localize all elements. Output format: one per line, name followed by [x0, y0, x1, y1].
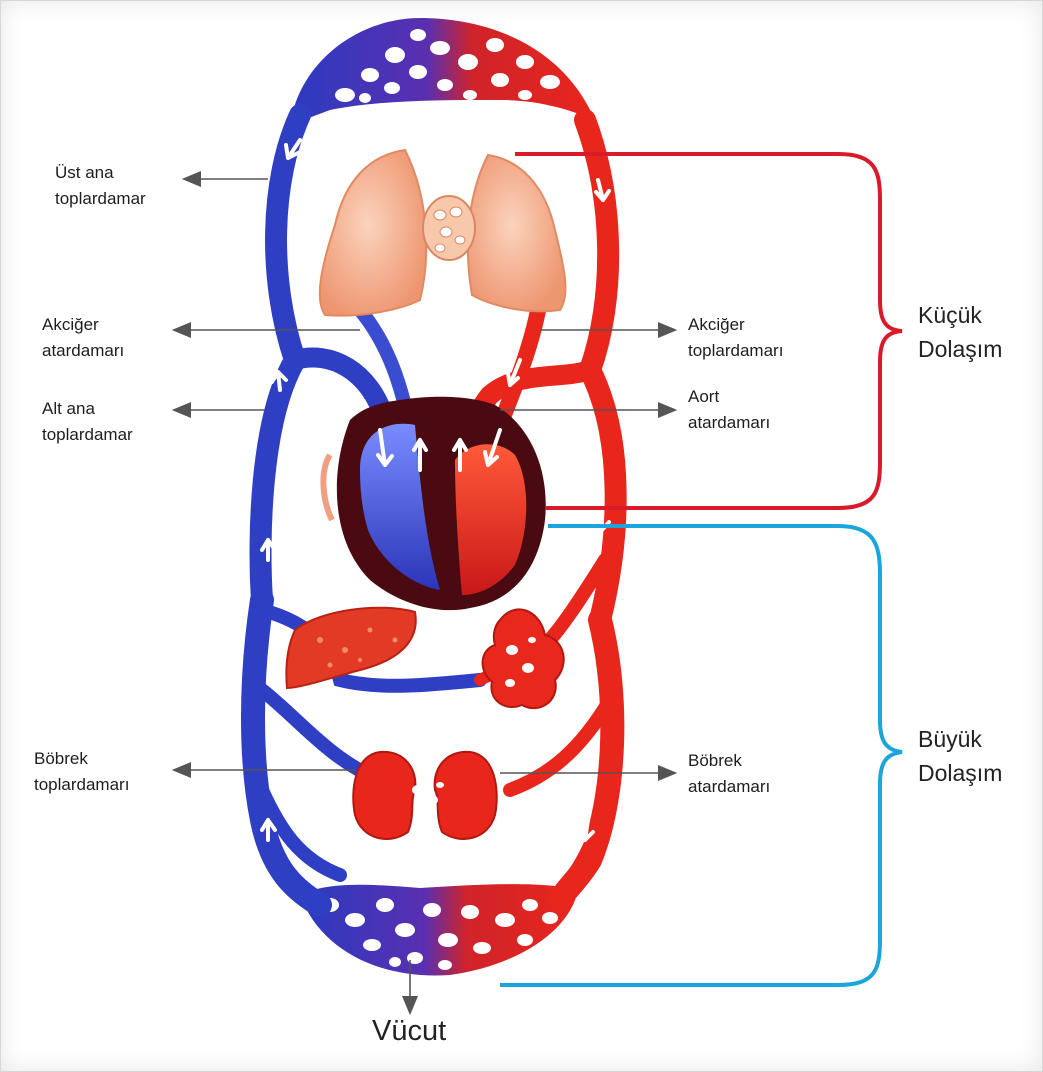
kidneys	[353, 752, 496, 839]
label-aort-atardamari: Aort atardamarı	[688, 384, 770, 436]
intestine	[483, 609, 564, 708]
label-line: Üst ana	[55, 160, 146, 186]
label-line: Böbrek	[688, 748, 770, 774]
label-bobrek-atardamari: Böbrek atardamarı	[688, 748, 770, 800]
label-line: Dolaşım	[918, 332, 1002, 366]
label-line: atardamarı	[42, 338, 124, 364]
label-line: toplardamar	[55, 186, 146, 212]
label-akciger-toplardamari: Akciğer toplardamarı	[688, 312, 783, 364]
lungs	[320, 150, 566, 316]
body-capillary-bed	[300, 884, 578, 975]
label-line: atardamarı	[688, 410, 770, 436]
heart	[323, 397, 545, 610]
label-ust-ana-toplardamar: Üst ana toplardamar	[55, 160, 146, 212]
lung-capillary-bed	[290, 18, 595, 125]
label-line: toplardamar	[42, 422, 133, 448]
label-line: toplardamarı	[688, 338, 783, 364]
label-line: atardamarı	[688, 774, 770, 800]
label-bobrek-toplardamari: Böbrek toplardamarı	[34, 746, 129, 798]
label-akciger-atardamari: Akciğer atardamarı	[42, 312, 124, 364]
label-line: Alt ana	[42, 396, 133, 422]
label-line: Büyük	[918, 722, 1002, 756]
label-vucut: Vücut	[372, 1018, 446, 1044]
label-line: Aort	[688, 384, 770, 410]
label-kucuk-dolasim: Küçük Dolaşım	[918, 298, 1002, 366]
label-line: Akciğer	[42, 312, 124, 338]
label-line: Küçük	[918, 298, 1002, 332]
label-alt-ana-toplardamar: Alt ana toplardamar	[42, 396, 133, 448]
label-line: Böbrek	[34, 746, 129, 772]
label-line: toplardamarı	[34, 772, 129, 798]
label-line: Akciğer	[688, 312, 783, 338]
label-buyuk-dolasim: Büyük Dolaşım	[918, 722, 1002, 790]
label-line: Dolaşım	[918, 756, 1002, 790]
